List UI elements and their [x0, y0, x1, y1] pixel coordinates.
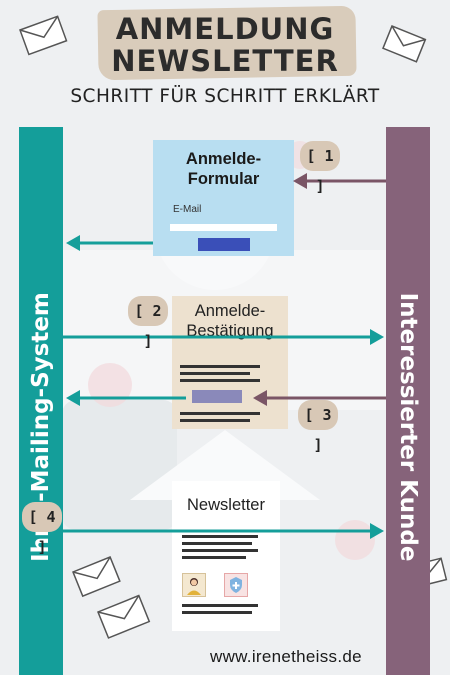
- envelope-icon: [72, 556, 121, 598]
- step-badge-3: [ 3 ]: [298, 400, 338, 454]
- text-line: [180, 419, 250, 422]
- text-line: [180, 412, 260, 415]
- arrow-step1-to-form: [293, 173, 386, 189]
- newsletter-card-title: Newsletter: [187, 496, 265, 514]
- page-title-line2: NEWSLETTER: [111, 44, 339, 78]
- text-line: [182, 604, 258, 607]
- page-subtitle: SCHRITT FÜR SCHRITT ERKLÄRT: [70, 86, 380, 107]
- text-line: [180, 365, 260, 368]
- confirmation-card: [172, 296, 288, 429]
- text-line: [180, 379, 260, 382]
- confirmation-link-button: [192, 390, 242, 403]
- step-badge-2: [ 2 ]: [128, 296, 168, 350]
- lane-customer: Interessierter Kunde: [386, 127, 430, 675]
- person-avatar-icon: [182, 573, 206, 597]
- step-badge-1: [ 1 ]: [300, 141, 340, 195]
- envelope-icon: [19, 15, 68, 56]
- signup-form-title: Anmelde-Formular: [185, 150, 262, 188]
- lane-email-system: Ihr E-Mailing-System: [19, 127, 63, 675]
- signup-form-card: Anmelde-Formular E-Mail: [153, 140, 294, 256]
- arrow-system-to-confirmation: [63, 329, 384, 345]
- page-title-line1: ANMELDUNG: [115, 12, 335, 46]
- text-line: [182, 556, 246, 559]
- shield-icon: [224, 573, 248, 597]
- footer-website: www.irenetheiss.de: [210, 647, 362, 666]
- email-field: [170, 224, 277, 231]
- envelope-icon: [97, 594, 151, 639]
- email-field-label: E-Mail: [173, 204, 202, 215]
- text-line: [182, 611, 252, 614]
- text-line: [182, 549, 258, 552]
- text-line: [182, 535, 258, 538]
- text-line: [182, 542, 252, 545]
- arrow-form-to-system: [66, 235, 153, 251]
- arrow-confirmation-to-system: [66, 390, 186, 406]
- arrow-system-sends-newsletter: [63, 523, 384, 539]
- text-line: [180, 372, 250, 375]
- step-badge-4: [ 4 ]: [22, 502, 62, 556]
- signup-submit-button: [198, 238, 250, 251]
- arrow-customer-confirms: [253, 390, 386, 406]
- envelope-icon: [382, 25, 427, 63]
